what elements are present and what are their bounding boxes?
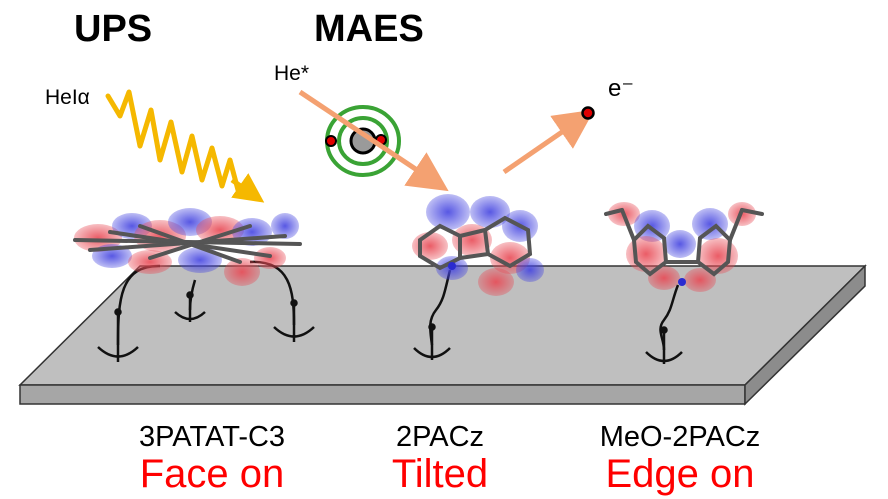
molecule-name-2pacz: 2PACz xyxy=(395,421,485,453)
molecular-skeleton xyxy=(73,224,302,264)
electron-icon xyxy=(581,106,595,120)
substrate-front xyxy=(19,384,746,405)
outgoing-electron-arrow xyxy=(502,109,595,175)
incoming-helium-arrow xyxy=(298,89,449,192)
molecule-2pacz xyxy=(412,194,544,360)
orientation-edge-on: Edge on xyxy=(605,452,755,496)
orientation-face-on: Face on xyxy=(139,452,285,496)
substrate xyxy=(18,264,867,406)
he-alpha-label: HeIα xyxy=(45,86,90,109)
electron-label: e⁻ xyxy=(608,75,635,102)
molecule-name-3patat-c3: 3PATAT-C3 xyxy=(138,421,286,453)
anchor-icons xyxy=(97,291,315,362)
maes-technique-label: MAES xyxy=(314,8,424,50)
molecule-name-meo-2pacz: MeO-2PACz xyxy=(599,421,761,453)
substrate-side xyxy=(744,264,866,406)
he-star-label: He* xyxy=(274,62,310,85)
ups-technique-label: UPS xyxy=(74,8,153,50)
molecule-meo-2pacz xyxy=(604,202,764,364)
substrate-top xyxy=(18,265,867,386)
photon-wave-icon xyxy=(105,89,265,203)
orientation-tilted: Tilted xyxy=(391,452,489,496)
molecule-3patat-c3 xyxy=(73,208,315,362)
